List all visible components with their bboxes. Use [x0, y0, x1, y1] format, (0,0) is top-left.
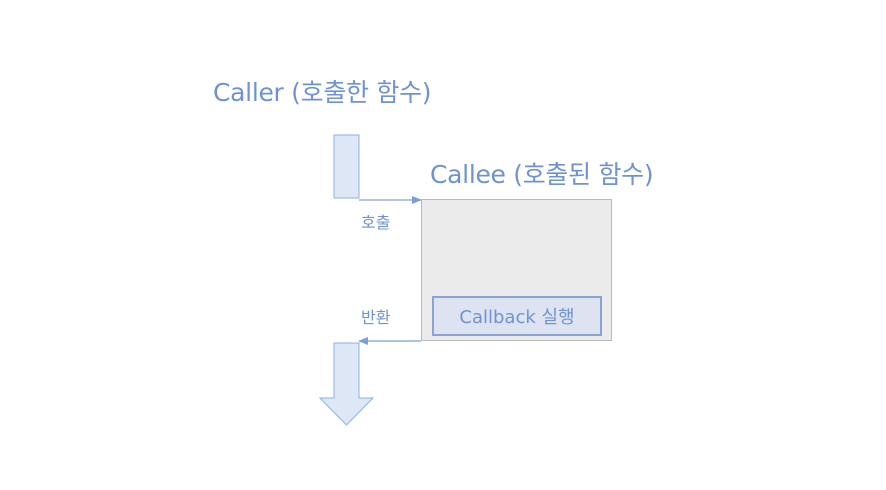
callback-label: Callback 실행	[459, 307, 575, 328]
caller-continuation-arrow	[318, 342, 375, 426]
caller-title: Caller (호출한 함수)	[213, 78, 432, 107]
call-label: 호출	[361, 213, 391, 232]
caller-execution-bar	[333, 134, 360, 199]
callback-box: Callback 실행	[432, 296, 602, 336]
callee-title: Callee (호출된 함수)	[430, 160, 654, 189]
return-label: 반환	[361, 308, 391, 327]
